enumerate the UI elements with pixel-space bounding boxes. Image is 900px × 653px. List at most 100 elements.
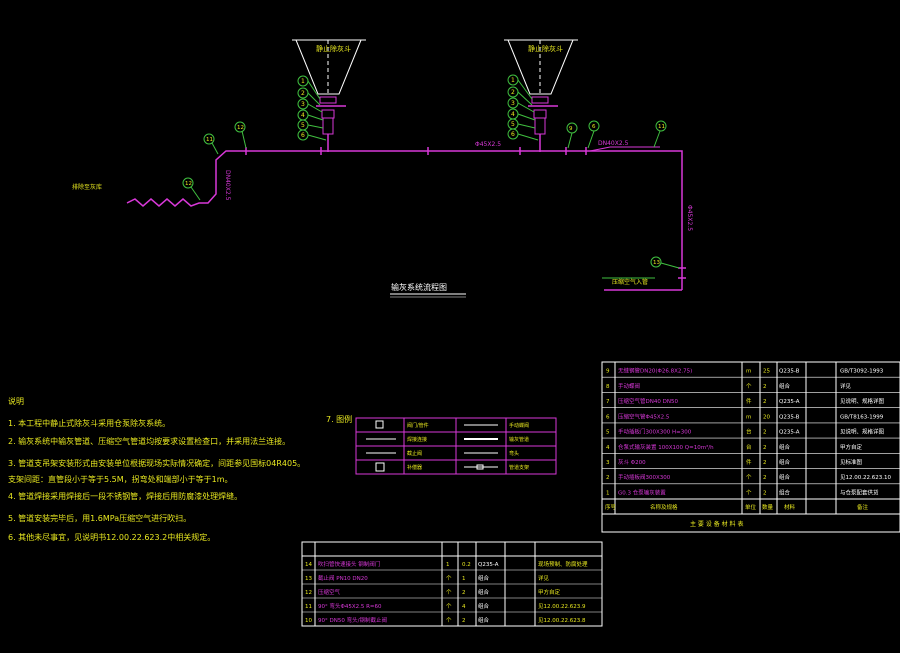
table-cell: 3 <box>606 460 610 466</box>
callout: 12 <box>234 121 247 149</box>
table-cell: 见12.00.22.623.9 <box>538 603 586 610</box>
table-cell: 1 <box>606 490 610 496</box>
pipe-label-mid: Φ45X2.5 <box>475 141 501 148</box>
table-cell: 组合 <box>478 574 490 582</box>
table-cell: 25 <box>763 369 770 375</box>
table-cell: 件 <box>746 397 752 405</box>
callout: 1 <box>507 74 533 100</box>
table-cell: 2 <box>763 490 767 496</box>
table-cell: 仓泵式输灰装置 100X100 Q=10m³/h <box>618 443 714 451</box>
svg-text:阀门/管件: 阀门/管件 <box>407 422 429 429</box>
table-cell: 1 <box>446 562 450 568</box>
callout: 6 <box>587 120 600 149</box>
right-callouts: 1 2 3 4 5 6 <box>507 74 539 141</box>
svg-text:3: 3 <box>511 100 515 107</box>
note-line: 支架间距：直管段小于等于5.5M，拐弯处和端部小于等于1m。 <box>8 474 233 484</box>
svg-text:13: 13 <box>653 260 660 266</box>
callout: 1 <box>297 75 321 100</box>
svg-text:6: 6 <box>511 131 515 138</box>
svg-text:12: 12 <box>185 181 192 187</box>
pipe-label-vert-left: DN40X2.5 <box>224 170 231 201</box>
table-cell: 个 <box>446 603 452 610</box>
callout: 12 <box>182 177 201 201</box>
svg-text:截止阀: 截止阀 <box>407 450 422 457</box>
callout: 6 <box>297 129 327 141</box>
table-cell: 现场预制、防腐处理 <box>538 560 588 568</box>
svg-text:名称及规格: 名称及规格 <box>650 503 678 511</box>
callout: 11 <box>203 133 219 155</box>
legend-labels: 阀门/管件 手动蝶阀 焊接连接 输灰管道 截止阀 弯头 补偿器 管道支架 <box>407 422 529 471</box>
table-cell: 手动插板门300X300 H=300 <box>618 428 692 436</box>
table-cell: 2 <box>763 430 767 436</box>
table-cell: 见12.00.22.623.10 <box>840 474 891 481</box>
table-cell: 2 <box>763 475 767 481</box>
svg-text:输灰管道: 输灰管道 <box>509 436 529 443</box>
table-cell: 2 <box>763 460 767 466</box>
table-cell: Q235-A <box>779 399 800 405</box>
table-cell: 个 <box>746 489 752 496</box>
note-line: 5. 管道安装完毕后，用1.6MPa压缩空气进行吹扫。 <box>8 513 191 523</box>
table-cell: 甲方自定 <box>840 443 863 451</box>
svg-text:6: 6 <box>301 132 305 139</box>
table-cell: 台 <box>746 428 752 436</box>
diagram-title: 输灰系统流程图 <box>391 282 447 292</box>
svg-text:5: 5 <box>301 122 305 129</box>
legend-heading: 7. 图例 <box>326 414 352 424</box>
right-hopper: 静止除灰斗 <box>504 39 578 152</box>
table-cell: 6 <box>606 414 610 420</box>
note-line: 1. 本工程中静止式除灰斗采用仓泵除灰系统。 <box>8 418 170 428</box>
table-cell: GB/T3092-1993 <box>840 369 884 375</box>
table-cell: 4 <box>462 604 466 610</box>
svg-text:4: 4 <box>511 111 515 118</box>
svg-text:弯头: 弯头 <box>509 450 519 457</box>
left-hopper: 静止除灰斗 <box>292 39 366 152</box>
table-cell: 4 <box>606 445 610 451</box>
table-cell: 组合 <box>779 488 791 496</box>
svg-text:11: 11 <box>658 124 665 130</box>
compressed-air-label: 压缩空气入管 <box>612 278 648 286</box>
table-cell: Q235-B <box>779 369 800 375</box>
table-cell: 灰斗 Φ200 <box>618 458 646 466</box>
table-cell: 见标准图 <box>840 458 863 466</box>
table-cell: 2 <box>763 399 767 405</box>
svg-text:手动蝶阀: 手动蝶阀 <box>509 422 529 429</box>
svg-text:6: 6 <box>592 124 596 130</box>
callout: 11 <box>653 120 667 148</box>
table-cell: 压缩空气管Φ45X2.5 <box>618 412 670 420</box>
svg-text:补偿器: 补偿器 <box>407 464 422 471</box>
ash-silo-label: 排除至灰库 <box>72 183 102 191</box>
table-cell: 无缝钢管DN20(Φ26.8X2.75) <box>618 367 692 375</box>
svg-text:1: 1 <box>511 77 515 84</box>
pipe-label-vert-right: Φ45X2.5 <box>686 205 693 231</box>
table-cell: 见说明、规格详图 <box>840 428 885 436</box>
svg-text:12: 12 <box>237 125 244 131</box>
table-cell: Q235-B <box>779 414 800 420</box>
svg-text:单位: 单位 <box>745 503 757 511</box>
table-cell: 90° DN50 弯头/钢制截止阀 <box>318 616 387 624</box>
table-cell: 组合 <box>478 616 490 624</box>
table-cell: 甲方自定 <box>538 588 561 596</box>
notes-heading: 说明 <box>8 396 24 406</box>
svg-text:序号: 序号 <box>605 503 617 511</box>
table-cell: 个 <box>746 383 752 390</box>
svg-text:11: 11 <box>206 137 213 143</box>
svg-text:数量: 数量 <box>762 503 774 511</box>
table-cell: 压缩空气 <box>318 588 341 596</box>
notes: 说明 1. 本工程中静止式除灰斗采用仓泵除灰系统。 2. 输灰系统中输灰管道、压… <box>8 396 305 542</box>
table-cell: 10 <box>305 618 312 624</box>
table-cell: 个 <box>446 575 452 582</box>
table-cell: 手动插板阀300X300 <box>618 473 671 481</box>
callout: 3 <box>507 97 535 113</box>
svg-text:1: 1 <box>301 78 305 85</box>
table-cell: 组合 <box>779 382 791 390</box>
table-cell: 组合 <box>779 473 791 481</box>
